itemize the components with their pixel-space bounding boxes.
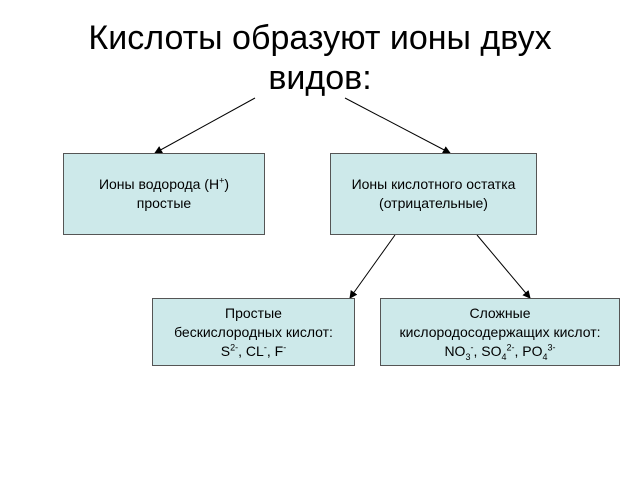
simple-anions-box: Простые бескислородных кислот: S2-, CL-,… xyxy=(152,298,355,366)
fluoride-symbol: , F xyxy=(266,342,284,359)
arrow-to-complex-anions xyxy=(476,234,531,299)
chloride-charge: - xyxy=(263,341,267,352)
nitrate-charge: - xyxy=(470,341,474,352)
phosphate-index: 4 xyxy=(542,351,548,362)
sulfate-index: 4 xyxy=(501,351,507,362)
arrow-title-to-hydrogen-ions xyxy=(154,97,256,154)
hydrogen-charge: + xyxy=(219,175,225,186)
simple-anions-line-2: бескислородных кислот: xyxy=(174,323,333,340)
sulfate-symbol: , SO xyxy=(473,342,502,359)
sulfide-charge: 2- xyxy=(230,341,239,352)
fluoride-charge: - xyxy=(283,341,287,352)
complex-anions-line-2: кислородосодержащих кислот: xyxy=(399,323,601,340)
phosphate-symbol: , PO xyxy=(514,342,543,359)
phosphate-charge: 3- xyxy=(547,341,556,352)
title-line-1: Кислоты образуют ионы двух xyxy=(88,19,552,57)
nitrate-symbol: NO xyxy=(444,342,466,359)
complex-anions-line-1: Сложные xyxy=(469,304,531,321)
arrow-title-to-acid-residue-ions xyxy=(344,97,451,154)
arrow-to-simple-anions xyxy=(349,234,396,299)
hydrogen-ions-closing: ) xyxy=(224,176,230,192)
acid-residue-ions-box: Ионы кислотного остатка (отрицательные) xyxy=(330,153,537,235)
simple-anions-formulas: S2-, CL-, F- xyxy=(221,342,286,361)
hydrogen-ions-box: Ионы водорода (Н+) простые xyxy=(63,153,265,235)
nitrate-index: 3 xyxy=(465,351,471,362)
acid-residue-line-1: Ионы кислотного остатка xyxy=(351,176,516,192)
acid-residue-line-2: (отрицательные) xyxy=(379,195,488,211)
hydrogen-ions-text: Ионы водорода (Н xyxy=(98,176,220,192)
simple-anions-line-1: Простые xyxy=(225,304,282,321)
complex-anions-formulas: NO3-, SO42-, PO43- xyxy=(444,341,556,362)
slide-title: Кислоты образуют ионы двух видов: xyxy=(0,18,640,98)
hydrogen-ions-line-1: Ионы водорода (Н+) xyxy=(99,175,229,194)
title-line-2: видов: xyxy=(268,59,372,97)
complex-anions-box: Сложные кислородосодержащих кислот: NO3-… xyxy=(380,298,620,366)
sulfide-symbol: S xyxy=(220,342,231,359)
sulfate-charge: 2- xyxy=(506,341,515,352)
hydrogen-ions-line-2: простые xyxy=(136,195,192,211)
chloride-symbol: , CL xyxy=(238,342,264,359)
